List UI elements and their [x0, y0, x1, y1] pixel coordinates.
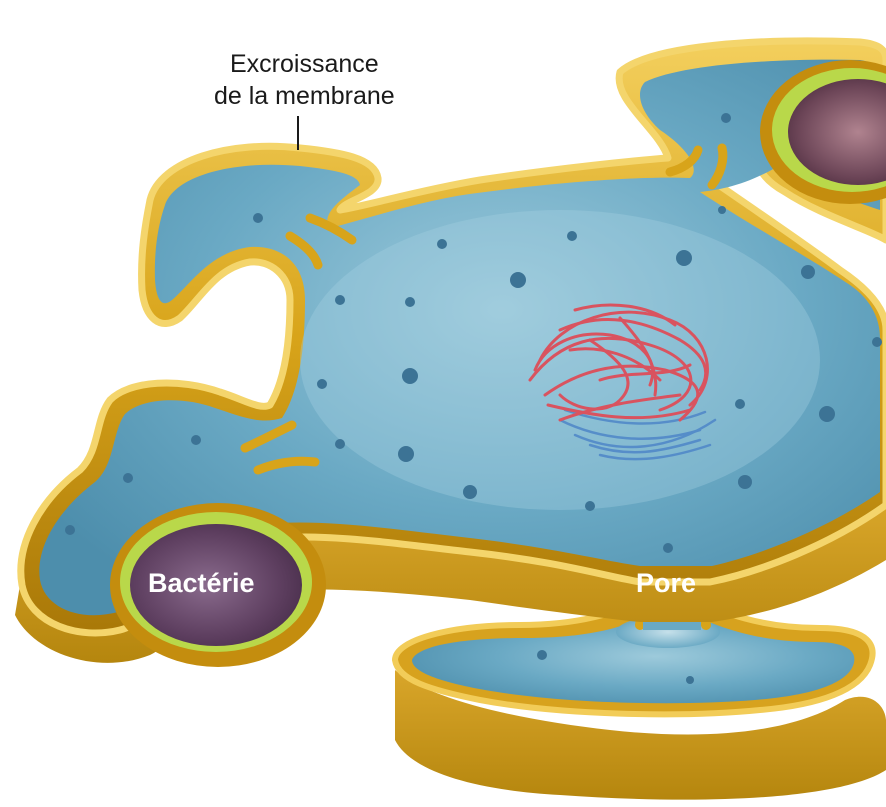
- granule: [686, 676, 694, 684]
- granule: [437, 239, 447, 249]
- granule: [537, 650, 547, 660]
- granule: [721, 113, 731, 123]
- granule: [405, 297, 415, 307]
- outgrowth-label-line2: de la membrane: [214, 82, 395, 110]
- granule: [819, 406, 835, 422]
- outgrowth-label-line1: Excroissance: [230, 50, 379, 78]
- granule: [317, 379, 327, 389]
- granule: [585, 501, 595, 511]
- granule: [65, 525, 75, 535]
- granule: [738, 475, 752, 489]
- pore-label: Pore: [636, 568, 696, 598]
- granule: [463, 485, 477, 499]
- granule: [872, 337, 882, 347]
- granule: [735, 399, 745, 409]
- granule: [335, 295, 345, 305]
- granule: [567, 231, 577, 241]
- granule: [676, 250, 692, 266]
- bacteria-label: Bactérie: [148, 568, 255, 598]
- granule: [191, 435, 201, 445]
- granule: [801, 265, 815, 279]
- granule: [510, 272, 526, 288]
- granule: [663, 543, 673, 553]
- granule: [718, 206, 726, 214]
- granule: [253, 213, 263, 223]
- granule: [402, 368, 418, 384]
- granule: [335, 439, 345, 449]
- granule: [123, 473, 133, 483]
- cytoplasm-highlight: [300, 210, 820, 510]
- granule: [398, 446, 414, 462]
